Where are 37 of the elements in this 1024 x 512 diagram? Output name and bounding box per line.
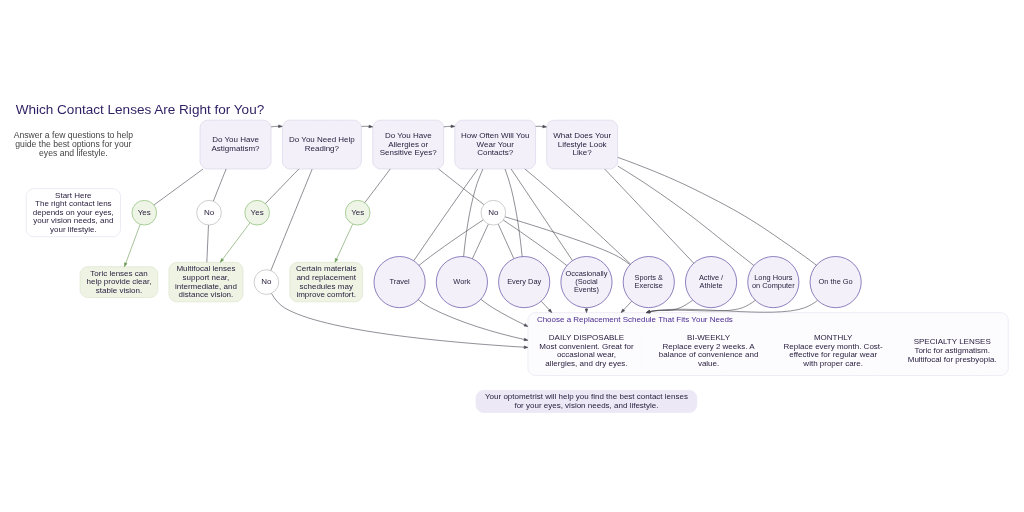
- connector: [206, 224, 209, 263]
- arrow: [334, 223, 353, 263]
- arrow: [646, 299, 756, 313]
- connector: [463, 168, 484, 257]
- connector: [418, 219, 484, 266]
- connector: [472, 223, 489, 259]
- connector: [498, 223, 515, 259]
- arrow: [646, 299, 693, 313]
- connector: [265, 168, 300, 204]
- connector: [153, 168, 204, 205]
- connector: [617, 165, 754, 266]
- connector: [504, 168, 523, 257]
- connector: [604, 168, 694, 263]
- label: Answer a few questions to help guide the best options for your eyes and lifestyle.: [13, 129, 134, 158]
- arrow: [220, 222, 251, 263]
- connector: [504, 216, 631, 265]
- diagram-title: Which Contact Lenses Are Right for You?: [15, 101, 265, 117]
- arrow: [443, 124, 456, 128]
- connector: [524, 168, 631, 264]
- connector: [503, 219, 568, 266]
- arrow: [417, 298, 529, 341]
- connector: [270, 168, 313, 271]
- connector: [510, 168, 573, 261]
- connector: [438, 168, 485, 205]
- connector: [364, 168, 391, 203]
- arrow: [535, 124, 547, 128]
- arrow: [646, 299, 818, 313]
- connector: [413, 168, 479, 261]
- arrow: [271, 292, 529, 349]
- arrow: [541, 300, 553, 313]
- arrow: [620, 300, 632, 313]
- arrow: [270, 124, 283, 128]
- connector: [617, 156, 817, 265]
- connector: [213, 168, 227, 201]
- arrow: [361, 124, 373, 128]
- arrow: [480, 298, 529, 327]
- arrow: [124, 223, 141, 267]
